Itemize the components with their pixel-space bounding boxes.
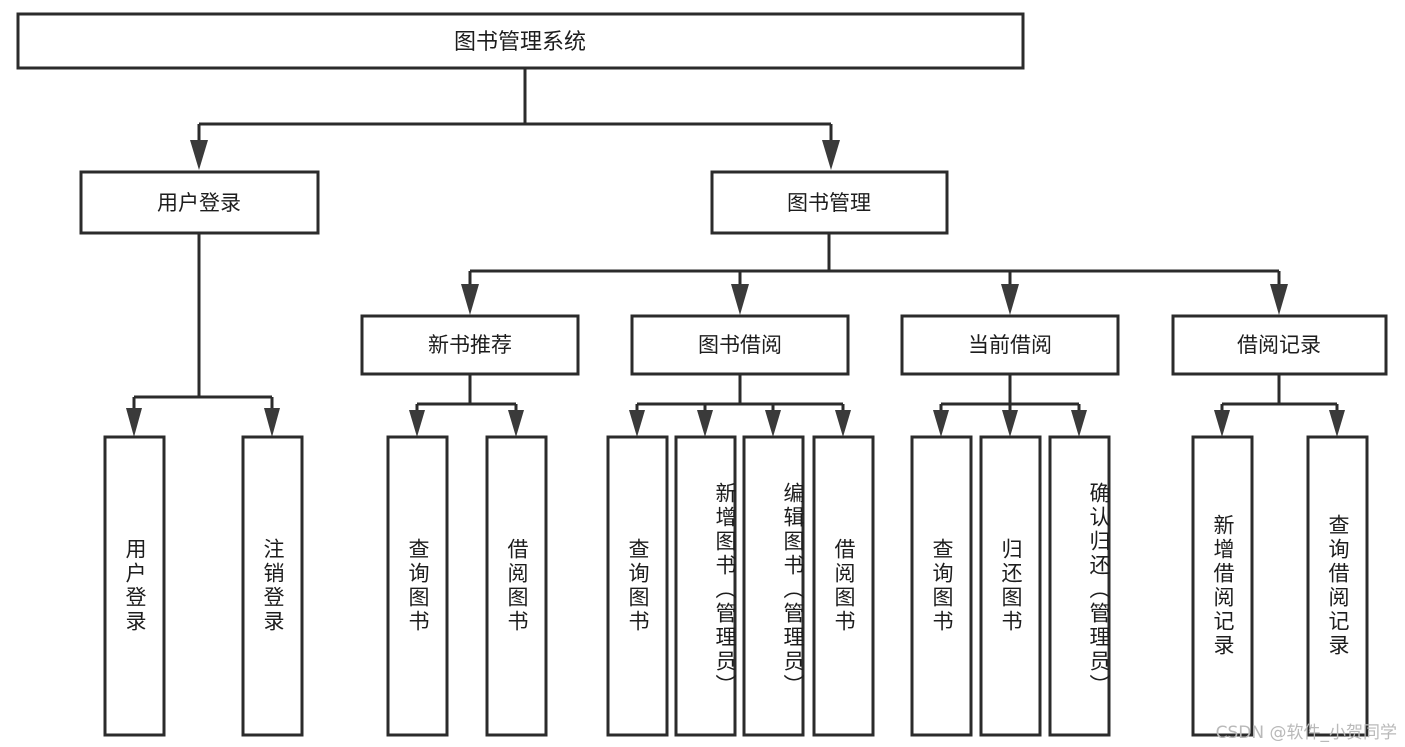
leaf-box-query-book-1[interactable] <box>386 435 449 737</box>
leaf-box-add-record[interactable] <box>1191 435 1254 737</box>
leaf-box-query-book-3[interactable] <box>910 435 973 737</box>
node-root-label: 图书管理系统 <box>454 30 586 55</box>
leaf-box-query-book-2[interactable] <box>606 435 669 737</box>
leaf-box-borrow-book-1[interactable] <box>485 435 548 737</box>
node-new-book-recommend-label: 新书推荐 <box>428 333 512 357</box>
node-new-book-recommend-box[interactable] <box>360 314 580 376</box>
watermark: CSDN @软件_小贺同学 <box>1215 723 1397 743</box>
node-current-borrow-box[interactable] <box>900 314 1120 376</box>
node-borrow-record-label: 借阅记录 <box>1237 333 1321 357</box>
leaf-box-logout[interactable] <box>241 435 304 737</box>
node-new-book-recommend[interactable]: 新书推荐 <box>360 314 580 376</box>
connector-currentborrow-to-leaves <box>933 374 1087 437</box>
node-root-box[interactable] <box>16 12 1025 70</box>
arrow-head-icon <box>264 408 280 437</box>
arrow-head-icon <box>629 410 645 437</box>
connector-userlogin-to-leaves <box>126 233 280 437</box>
node-book-management[interactable]: 图书管理 <box>710 170 949 235</box>
connector-bookmgmt-to-level3 <box>461 233 1288 315</box>
leaf-box-edit-book[interactable] <box>742 435 805 737</box>
node-book-management-box[interactable] <box>710 170 949 235</box>
node-borrow-record-box[interactable] <box>1171 314 1388 376</box>
leaf-box-borrow-book-2[interactable] <box>812 435 875 737</box>
node-book-borrow-label: 图书借阅 <box>698 333 782 357</box>
node-user-login[interactable]: 用户登录 <box>79 170 320 235</box>
arrow-head-icon <box>1071 410 1087 437</box>
leaf-box-user-login[interactable] <box>103 435 166 737</box>
arrow-head-icon <box>1329 410 1345 437</box>
node-book-borrow-box[interactable] <box>630 314 850 376</box>
node-root[interactable]: 图书管理系统 <box>16 12 1025 70</box>
arrow-head-icon <box>1002 410 1018 437</box>
leaf-box-query-record[interactable] <box>1306 435 1369 737</box>
arrow-head-icon <box>190 140 208 170</box>
arrow-head-icon <box>765 410 781 437</box>
node-user-login-label: 用户登录 <box>157 191 241 215</box>
arrow-head-icon <box>409 410 425 437</box>
leaf-box-return-book[interactable] <box>979 435 1042 737</box>
arrow-head-icon <box>1214 410 1230 437</box>
node-book-borrow[interactable]: 图书借阅 <box>630 314 850 376</box>
arrow-head-icon <box>1001 284 1019 315</box>
arrow-head-icon <box>508 410 524 437</box>
connector-borrowrecord-to-leaves <box>1214 374 1345 437</box>
arrow-head-icon <box>835 410 851 437</box>
leaf-box-add-book[interactable] <box>674 435 737 737</box>
leaf-box-confirm-return[interactable] <box>1048 435 1111 737</box>
node-borrow-record[interactable]: 借阅记录 <box>1171 314 1388 376</box>
arrow-head-icon <box>933 410 949 437</box>
arrow-head-icon <box>822 140 840 170</box>
node-book-management-label: 图书管理 <box>787 191 871 215</box>
connector-root-to-level2 <box>190 68 840 170</box>
arrow-head-icon <box>697 410 713 437</box>
node-current-borrow[interactable]: 当前借阅 <box>900 314 1120 376</box>
connector-newbook-to-leaves <box>409 374 524 437</box>
arrow-head-icon <box>461 284 479 315</box>
arrow-head-icon <box>731 284 749 315</box>
connector-bookborrow-to-leaves <box>629 374 851 437</box>
node-current-borrow-label: 当前借阅 <box>968 333 1052 357</box>
arrow-head-icon <box>1270 284 1288 315</box>
node-user-login-box[interactable] <box>79 170 320 235</box>
arrow-head-icon <box>126 408 142 437</box>
